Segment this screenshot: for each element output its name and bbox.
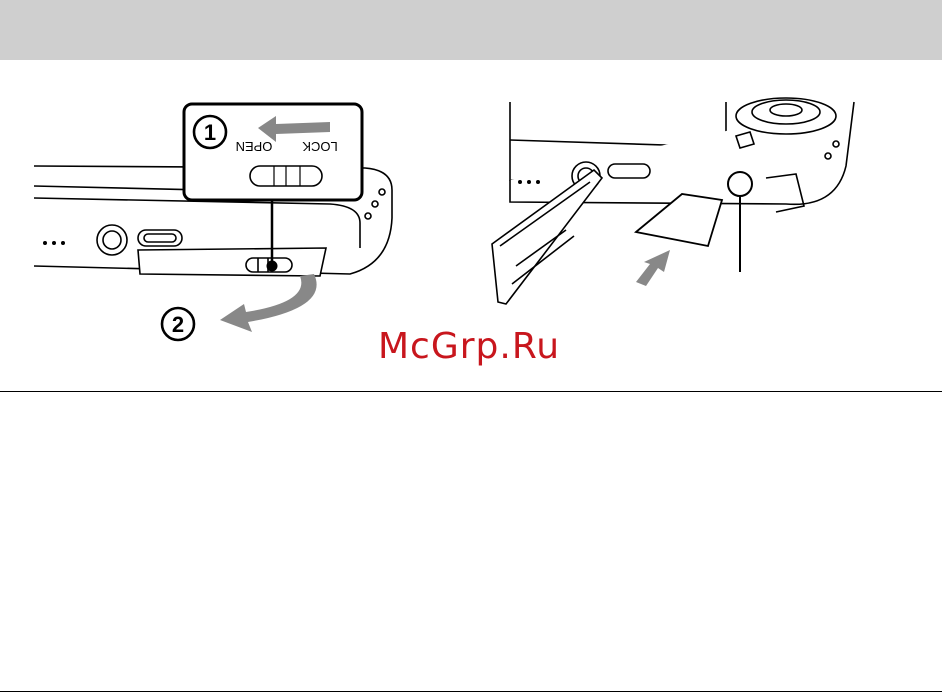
svg-text:2: 2 [172,312,184,337]
switch-lock-label: LOCK [302,139,338,154]
open-cover-illustration: LOCK OPEN 1 2 [30,98,400,348]
page-bottom-rule [0,691,942,692]
section-divider [0,391,942,392]
open-cover-arrow-icon [220,274,317,332]
watermark: McGrp.Ru [378,326,560,367]
svg-text:1: 1 [204,120,216,145]
switch-open-label: OPEN [236,139,273,154]
insert-arrow-icon [636,250,670,286]
header-band [0,0,942,60]
step-1-marker: 1 [194,116,226,148]
step-2-marker: 2 [162,308,194,340]
insert-card-illustration [486,96,866,312]
